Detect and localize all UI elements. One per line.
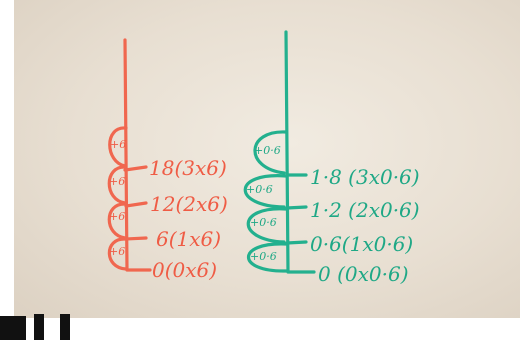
red-jump-arc-4 <box>107 237 128 271</box>
photo-bottom-margin <box>0 318 520 340</box>
teal-axis-line <box>284 30 316 274</box>
red-label-12: 12(2x6) <box>150 192 228 216</box>
red-label-6: 6(1x6) <box>156 227 221 251</box>
teal-step-label-3: +0·6 <box>250 216 277 229</box>
red-jump-arc-1 <box>108 126 128 168</box>
dark-bar-shape-1 <box>34 314 44 340</box>
teal-number-line: +0·6 +0·6 +0·6 +0·6 1·8 (3x0·6) 1·2 (2x0… <box>243 30 420 286</box>
teal-label-0-6: 0·6(1x0·6) <box>310 232 413 256</box>
red-tick-18 <box>123 165 148 172</box>
red-step-label-1: +6 <box>110 138 126 151</box>
teal-label-1-8: 1·8 (3x0·6) <box>310 165 420 189</box>
red-label-0: 0(0x6) <box>152 258 217 282</box>
dark-bar-shape-2 <box>60 314 70 340</box>
teal-tick-1-2 <box>285 205 308 210</box>
teal-step-label-1: +0·6 <box>254 144 281 157</box>
teal-label-0: 0 (0x0·6) <box>318 262 409 286</box>
red-step-label-4: +6 <box>109 245 125 258</box>
red-step-label-2: +6 <box>109 175 125 188</box>
teal-jump-arc-1 <box>253 130 288 175</box>
red-step-label-3: +6 <box>109 210 125 223</box>
red-jump-arc-3 <box>107 202 127 240</box>
red-axis-line <box>123 38 152 272</box>
teal-jump-arc-2 <box>243 174 288 209</box>
red-tick-6 <box>124 236 148 241</box>
red-label-18: 18(3x6) <box>149 156 227 180</box>
red-tick-12 <box>124 201 148 208</box>
teal-step-label-2: +0·6 <box>246 183 273 196</box>
dark-corner-shape <box>0 316 26 340</box>
red-number-line: +6 +6 +6 +6 18(3x6) 12(2x6) 6(1x6) 0(0x6… <box>107 38 228 282</box>
teal-jump-arc-4 <box>246 242 288 273</box>
whiteboard-drawing: +6 +6 +6 +6 18(3x6) 12(2x6) 6(1x6) 0(0x6… <box>107 30 420 286</box>
teal-jump-arc-3 <box>246 207 288 244</box>
teal-tick-0-6 <box>285 240 308 245</box>
teal-step-label-4: +0·6 <box>250 250 277 263</box>
teal-label-1-2: 1·2 (2x0·6) <box>310 198 420 222</box>
red-jump-arc-2 <box>107 165 127 205</box>
whiteboard: +6 +6 +6 +6 18(3x6) 12(2x6) 6(1x6) 0(0x6… <box>14 0 520 318</box>
